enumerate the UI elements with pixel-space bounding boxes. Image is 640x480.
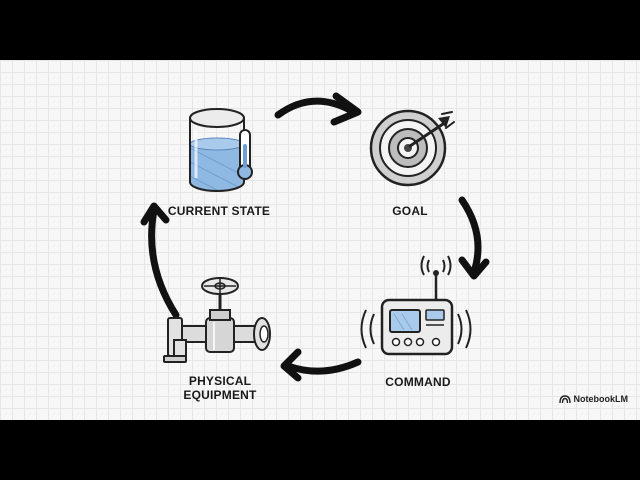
brand-watermark: NotebookLM xyxy=(558,394,629,404)
radio-transmitter-icon xyxy=(360,255,472,356)
label-physical: PHYSICAL xyxy=(188,374,252,388)
label-equipment: EQUIPMENT xyxy=(183,388,257,402)
brand-text: NotebookLM xyxy=(573,394,629,404)
notebooklm-logo-icon xyxy=(558,394,571,403)
pipe-valve-icon xyxy=(163,277,271,363)
cycle-diagram xyxy=(140,92,490,382)
arrow-command-to-equipment xyxy=(280,348,362,382)
label-goal: GOAL xyxy=(392,204,428,218)
arrow-goal-to-command xyxy=(458,196,490,280)
diagram-canvas: CURRENT STATE GOAL COMMAND PHYSICAL EQUI… xyxy=(0,60,640,420)
target-icon xyxy=(369,109,455,187)
arrow-equipment-to-current xyxy=(140,202,180,319)
label-current-state: CURRENT STATE xyxy=(167,204,271,218)
label-command: COMMAND xyxy=(385,375,451,389)
tank-thermometer-icon xyxy=(189,108,253,192)
label-physical-equipment: PHYSICAL EQUIPMENT xyxy=(160,374,280,402)
arrow-current-to-goal xyxy=(274,92,362,126)
